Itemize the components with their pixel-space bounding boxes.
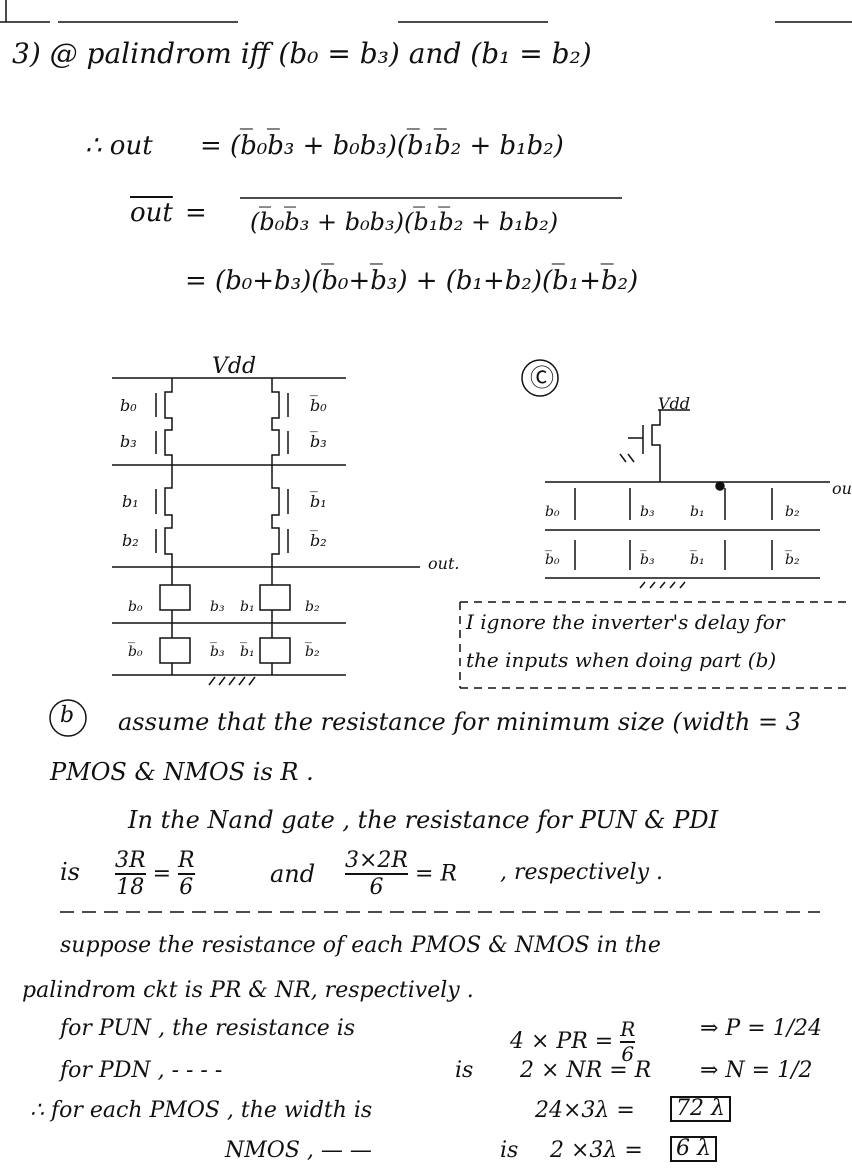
schematic-c-label: Ⓒ [530, 364, 554, 392]
c-row2-1: b̅₃ [640, 552, 655, 568]
pmos-result: 72 λ [670, 1096, 731, 1122]
b-respectively: , respectively . [500, 860, 664, 885]
c-row2-3: b̅₂ [785, 552, 800, 568]
b-is: is [60, 858, 80, 886]
pmos-left-3: b₂ [122, 531, 139, 550]
pmos-right-1: b̅₃ [310, 432, 327, 451]
pmos-expr: 24×3λ = [535, 1098, 635, 1123]
pdn-result: ⇒ N = 1/2 [700, 1058, 813, 1083]
schematic-c-vdd: Vdd [658, 394, 691, 413]
nmos-r2-3: b̅₂ [305, 644, 320, 660]
nmos-is: is [500, 1138, 519, 1163]
b-line-5: suppose the resistance of each PMOS & NM… [60, 933, 661, 958]
nmos-result: 6 λ [670, 1136, 717, 1162]
nmos-r2-1: b̅₃ [210, 644, 225, 660]
outbar-equals: = [185, 198, 207, 228]
nmos-label: NMOS , — — [225, 1138, 372, 1163]
b-line-6: palindrom ckt is PR & NR, respectively . [22, 978, 474, 1003]
c-row2-0: b̅₀ [545, 552, 560, 568]
equation-3: = (b₀+b₃)(b̅₀+b̅₃) + (b₁+b₂)(b̅₁+b̅₂) [185, 266, 639, 296]
pdn-expr: 2 × NR = R [520, 1058, 652, 1083]
b-line-1: assume that the resistance for minimum s… [118, 708, 802, 736]
b-and: and [270, 860, 316, 888]
pmos-right-0: b̅₀ [310, 396, 327, 415]
pmos-right-3: b̅₂ [310, 531, 327, 550]
pmos-left-2: b₁ [122, 492, 139, 511]
pdn-is: is [455, 1058, 474, 1083]
schematic-c-out: out [832, 479, 852, 498]
outbar-equation: (b̅₀b̅₃ + b₀b₃)(b̅₁b̅₂ + b₁b₂) [250, 208, 559, 236]
note-line-1: I ignore the inverter's delay for [466, 610, 785, 634]
pun-result: ⇒ P = 1/24 [700, 1016, 823, 1041]
c-row1-0: b₀ [545, 504, 560, 520]
b-line-2: PMOS & NMOS is R . [50, 758, 314, 786]
nmos-r1-1: b₃ [210, 599, 225, 615]
c-row1-2: b₁ [690, 504, 705, 520]
schematic-a-out: out. [428, 554, 460, 573]
nmos-expr: 2 ×3λ = [550, 1138, 643, 1163]
out-equation: = (b̅₀b̅₃ + b₀b₃)(b̅₁b̅₂ + b₁b₂) [200, 131, 564, 161]
schematic-a-vdd: Vdd [212, 354, 257, 379]
pmos-label: ∴ for each PMOS , the width is [30, 1098, 373, 1123]
out-label: ∴ out [85, 131, 153, 161]
nmos-r2-0: b̅₀ [128, 644, 143, 660]
c-row1-1: b₃ [640, 504, 655, 520]
nmos-r1-3: b₂ [305, 599, 320, 615]
c-row1-3: b₂ [785, 504, 800, 520]
outbar-label: out [130, 198, 173, 228]
note-line-2: the inputs when doing part (b) [466, 648, 777, 672]
pmos-left-1: b₃ [120, 432, 137, 451]
pun-label: for PUN , the resistance is [60, 1016, 356, 1041]
part-b-label: b [60, 703, 75, 728]
nmos-r1-2: b₁ [240, 599, 255, 615]
pdn-label: for PDN , - - - - [60, 1058, 223, 1083]
pmos-right-2: b̅₁ [310, 492, 327, 511]
pmos-left-0: b₀ [120, 396, 137, 415]
nmos-r1-0: b₀ [128, 599, 143, 615]
nmos-r2-2: b̅₁ [240, 644, 255, 660]
b-line-3: In the Nand gate , the resistance for PU… [128, 806, 719, 834]
c-row2-2: b̅₁ [690, 552, 705, 568]
heading: 3) @ palindrom iff (b₀ = b₃) and (b₁ = b… [12, 37, 592, 70]
